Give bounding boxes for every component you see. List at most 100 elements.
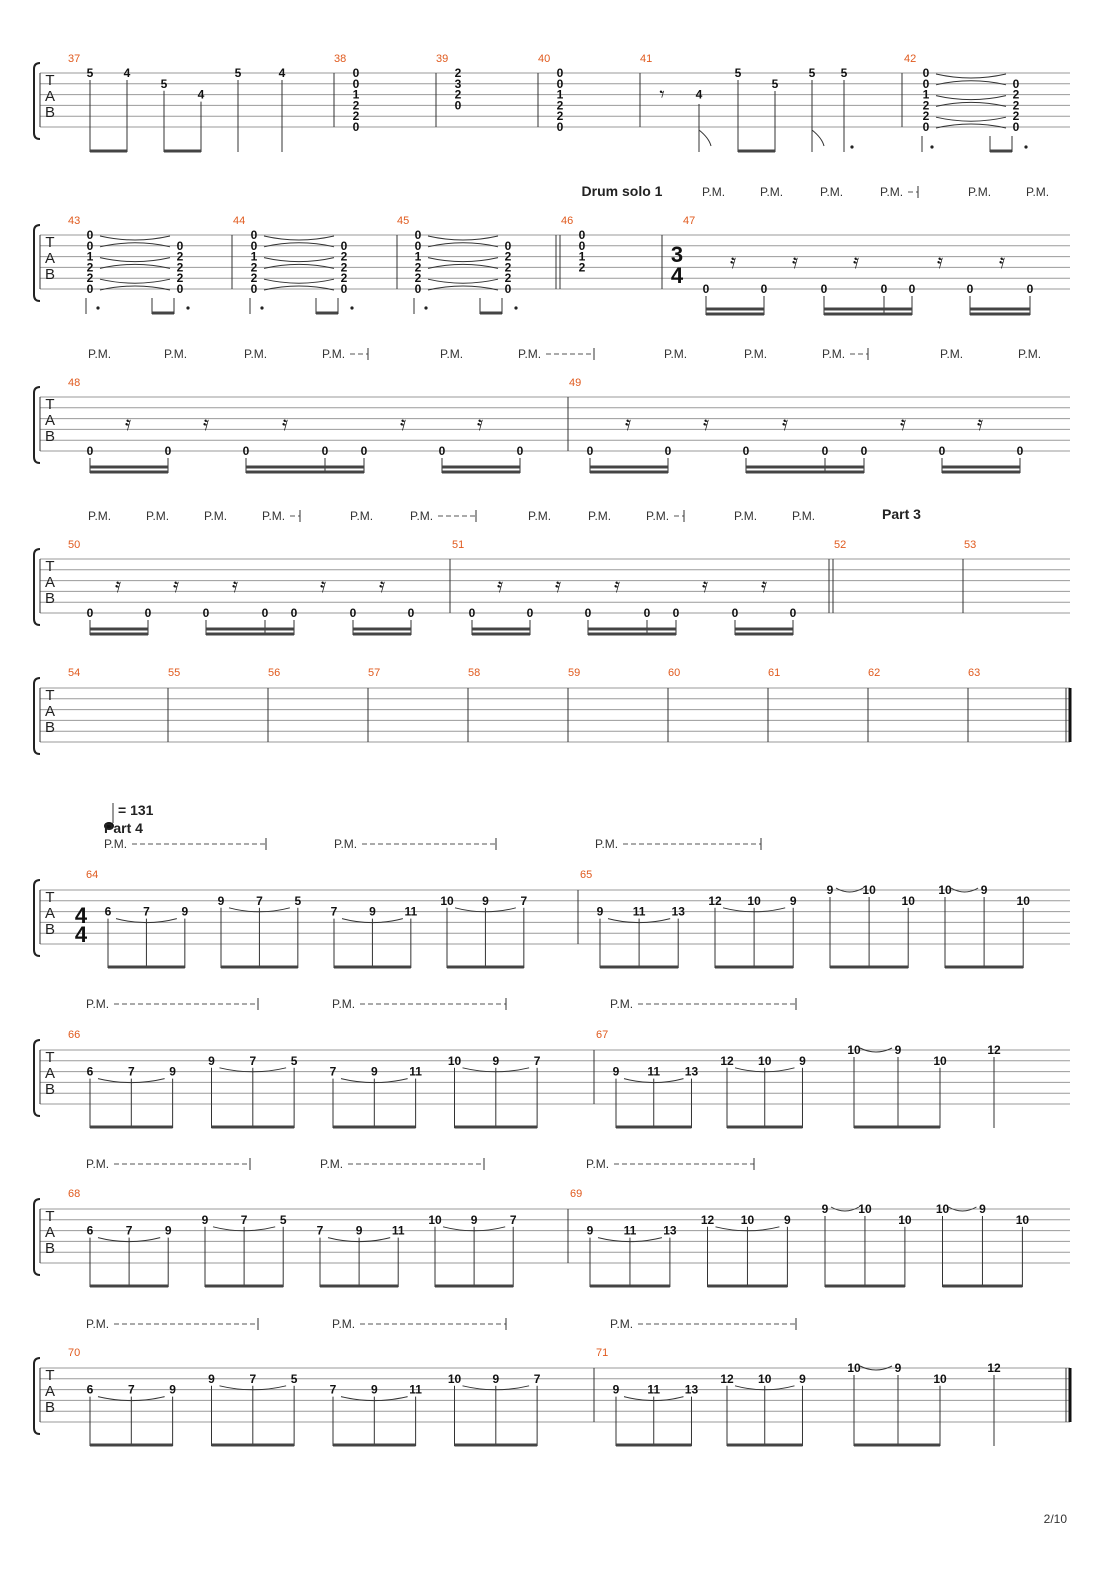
tie-arc bbox=[97, 1237, 161, 1243]
fret-number: 5 bbox=[735, 66, 742, 80]
fret-number: 1 bbox=[251, 250, 258, 264]
fret-number: 10 bbox=[1016, 1213, 1030, 1227]
fret-number: 12 bbox=[701, 1213, 715, 1227]
fret-number: 9 bbox=[981, 883, 988, 897]
palm-mute-label: P.M. bbox=[332, 997, 355, 1011]
fret-number: 0 bbox=[439, 444, 446, 458]
fret-number: 10 bbox=[936, 1202, 950, 1216]
fret-number: 1 bbox=[557, 88, 564, 102]
measure-number: 41 bbox=[640, 53, 652, 65]
fret-number: 7 bbox=[330, 1065, 337, 1079]
tie-arc bbox=[830, 1206, 860, 1212]
fret-number: 0 bbox=[341, 239, 348, 253]
fret-number: 9 bbox=[895, 1361, 902, 1375]
tie-arc bbox=[97, 1078, 165, 1084]
measure-number: 60 bbox=[668, 667, 680, 679]
fret-number: 9 bbox=[218, 894, 225, 908]
fret-number: 0 bbox=[350, 606, 357, 620]
tie-arc bbox=[623, 1396, 684, 1402]
tab-label-b: B bbox=[45, 921, 55, 938]
palm-mute-label: P.M. bbox=[518, 347, 541, 361]
tie-arc bbox=[734, 1385, 795, 1391]
fret-number: 2 bbox=[505, 271, 512, 285]
fret-number: 4 bbox=[696, 88, 703, 102]
tie-arc bbox=[948, 1206, 977, 1212]
time-signature-bottom: 4 bbox=[671, 263, 684, 288]
fret-number: 0 bbox=[579, 228, 586, 242]
fret-number: 13 bbox=[685, 1383, 699, 1397]
palm-mute-label: P.M. bbox=[410, 509, 433, 523]
fret-number: 0 bbox=[743, 444, 750, 458]
time-signature-top: 4 bbox=[75, 903, 88, 928]
fret-number: 9 bbox=[492, 1372, 499, 1386]
dot bbox=[424, 306, 428, 310]
tie-arc bbox=[835, 887, 864, 893]
fret-number: 0 bbox=[1017, 444, 1024, 458]
fret-number: 0 bbox=[923, 120, 930, 134]
dot bbox=[350, 306, 354, 310]
fret-number: 2 bbox=[341, 271, 348, 285]
fret-number: 0 bbox=[939, 444, 946, 458]
fret-number: 0 bbox=[587, 444, 594, 458]
tab-label-t: T bbox=[45, 1049, 54, 1066]
fret-number: 5 bbox=[841, 66, 848, 80]
fret-number: 5 bbox=[294, 894, 301, 908]
measure-number: 58 bbox=[468, 667, 480, 679]
measure-number: 66 bbox=[68, 1029, 80, 1041]
fret-number: 10 bbox=[448, 1372, 462, 1386]
dot bbox=[850, 145, 854, 149]
fret-number: 0 bbox=[251, 282, 258, 296]
fret-number: 0 bbox=[262, 606, 269, 620]
fret-number: 11 bbox=[392, 1224, 405, 1238]
fret-number: 0 bbox=[408, 606, 415, 620]
tie-arc bbox=[99, 257, 171, 263]
palm-mute-label: P.M. bbox=[1026, 185, 1049, 199]
system-bracket bbox=[33, 1198, 41, 1276]
fret-number: 1 bbox=[353, 88, 360, 102]
measure-number: 43 bbox=[68, 215, 80, 227]
sixteenth-rest: 𝄿 bbox=[853, 251, 859, 273]
sixteenth-rest: 𝄿 bbox=[282, 413, 288, 435]
fret-number: 0 bbox=[87, 444, 94, 458]
tie-arc bbox=[263, 285, 335, 291]
fret-number: 7 bbox=[317, 1224, 324, 1238]
fret-number: 0 bbox=[415, 282, 422, 296]
palm-mute-label: P.M. bbox=[760, 185, 783, 199]
tie-arc bbox=[427, 263, 499, 269]
tie-arc bbox=[340, 1078, 408, 1084]
fret-number: 0 bbox=[87, 228, 94, 242]
fret-number: 12 bbox=[987, 1361, 1001, 1375]
fret-number: 9 bbox=[784, 1213, 791, 1227]
fret-number: 10 bbox=[747, 894, 761, 908]
tie-arc bbox=[219, 1067, 287, 1073]
fret-number: 9 bbox=[799, 1054, 806, 1068]
fret-number: 0 bbox=[361, 444, 368, 458]
tie-arc bbox=[341, 918, 403, 924]
palm-mute-label: P.M. bbox=[332, 1317, 355, 1331]
measure-number: 48 bbox=[68, 377, 80, 389]
fret-number: 0 bbox=[177, 282, 184, 296]
fret-number: 9 bbox=[613, 1065, 620, 1079]
fret-number: 10 bbox=[440, 894, 454, 908]
time-signature-bottom: 4 bbox=[75, 922, 88, 947]
fret-number: 0 bbox=[165, 444, 172, 458]
tie-arc bbox=[935, 123, 1007, 129]
fret-number: 0 bbox=[909, 282, 916, 296]
fret-number: 9 bbox=[827, 883, 834, 897]
fret-number: 0 bbox=[251, 239, 258, 253]
measure-number: 51 bbox=[452, 539, 464, 551]
fret-number: 10 bbox=[898, 1213, 912, 1227]
tie-arc bbox=[715, 1226, 780, 1232]
palm-mute-label: P.M. bbox=[734, 509, 757, 523]
tab-label-a: A bbox=[45, 574, 55, 591]
dot bbox=[96, 306, 100, 310]
fret-number: 6 bbox=[87, 1383, 94, 1397]
tie-arc bbox=[607, 918, 671, 924]
fret-number: 0 bbox=[415, 239, 422, 253]
fret-number: 0 bbox=[703, 282, 710, 296]
tab-label-b: B bbox=[45, 1399, 55, 1416]
palm-mute-label: P.M. bbox=[702, 185, 725, 199]
tie-arc bbox=[462, 1385, 530, 1391]
tie-arc bbox=[442, 1226, 506, 1232]
